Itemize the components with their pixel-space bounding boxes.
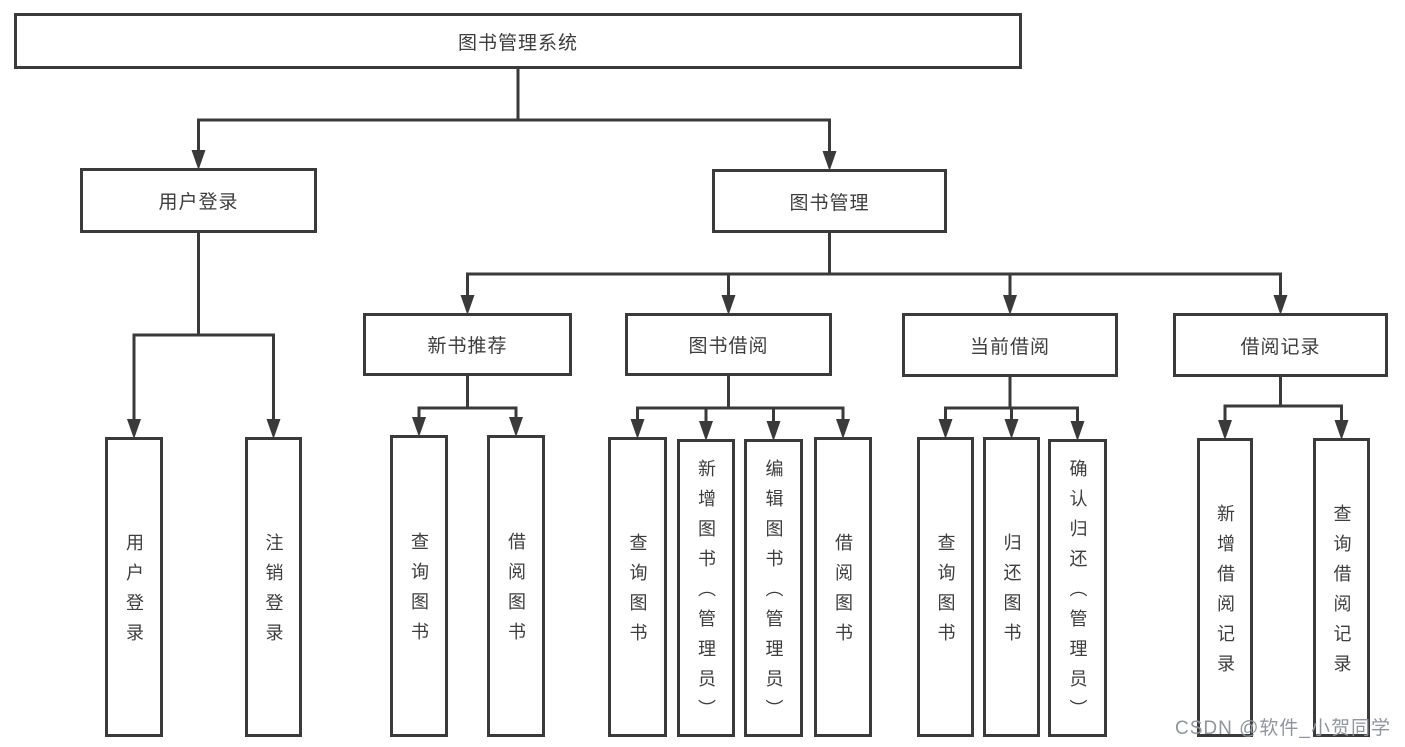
arrowhead-leaf-borrow-book2 (836, 419, 850, 439)
arrowhead-leaf-query-book2 (630, 419, 645, 439)
node-label: 编辑图书（管理员） (763, 459, 784, 729)
node-leaf-user-login: 用户登录 (105, 437, 163, 737)
node-book-mgmt: 图书管理 (712, 169, 947, 233)
node-label: 图书借阅 (688, 336, 769, 357)
node-leaf-query-book2: 查询图书 (608, 437, 667, 737)
node-leaf-query-book1: 查询图书 (390, 435, 448, 737)
node-label: 借阅图书 (833, 533, 853, 653)
node-borrow-records: 借阅记录 (1173, 313, 1388, 377)
node-label: 图书管理系统 (457, 32, 578, 54)
node-leaf-add-record: 新增借阅记录 (1197, 438, 1253, 737)
arrowhead-leaf-confirm-return (1070, 421, 1085, 441)
node-leaf-add-book: 新增图书（管理员） (677, 439, 735, 737)
node-label: 确认归还（管理员） (1067, 459, 1088, 729)
node-leaf-edit-book: 编辑图书（管理员） (744, 439, 803, 737)
watermark: CSDN @软件_小贺同学 (1175, 718, 1391, 739)
arrowhead-leaf-edit-book (766, 421, 781, 441)
node-label: 借阅图书 (506, 532, 526, 652)
node-label: 注销登录 (263, 533, 284, 653)
arrowhead-current-borrow (1003, 295, 1017, 315)
node-root: 图书管理系统 (14, 13, 1022, 69)
node-label: 借阅记录 (1240, 336, 1321, 358)
node-leaf-logout: 注销登录 (245, 437, 302, 737)
node-label: 查询图书 (627, 533, 648, 653)
node-leaf-return-book: 归还图书 (983, 437, 1040, 737)
node-label: 查询图书 (409, 532, 429, 652)
node-leaf-query-record: 查询借阅记录 (1313, 438, 1370, 737)
node-label: 查询图书 (935, 533, 956, 653)
arrowhead-leaf-borrow-book1 (509, 417, 523, 437)
node-label: 新增图书（管理员） (696, 459, 716, 729)
node-label: 图书管理 (789, 192, 870, 214)
arrowhead-borrow-records (1273, 295, 1288, 315)
node-book-borrow: 图书借阅 (625, 313, 832, 376)
node-label: 新书推荐 (427, 336, 508, 357)
arrowhead-leaf-user-login (127, 419, 141, 439)
node-label: 新增借阅记录 (1215, 503, 1235, 684)
node-user-login: 用户登录 (80, 168, 317, 233)
node-leaf-query-book3: 查询图书 (917, 437, 974, 737)
node-leaf-borrow-book1: 借阅图书 (487, 435, 545, 737)
arrowhead-new-book-rec (460, 295, 475, 315)
node-new-book-rec: 新书推荐 (363, 313, 572, 376)
node-label: 归还图书 (1001, 533, 1022, 653)
node-leaf-confirm-return: 确认归还（管理员） (1048, 439, 1107, 737)
arrowhead-leaf-query-book3 (938, 419, 953, 439)
node-current-borrow: 当前借阅 (902, 313, 1118, 377)
arrowhead-book-mgmt (822, 151, 837, 171)
node-label: 查询借阅记录 (1331, 503, 1352, 684)
node-leaf-borrow-book2: 借阅图书 (814, 437, 872, 737)
node-label: 当前借阅 (969, 336, 1050, 358)
arrowhead-user-login (191, 150, 206, 170)
arrowhead-leaf-add-record (1218, 420, 1232, 440)
arrowhead-leaf-logout (266, 419, 281, 439)
arrowhead-leaf-add-book (699, 421, 713, 441)
node-label: 用户登录 (124, 533, 144, 653)
arrowhead-book-borrow (721, 295, 736, 315)
arrowhead-leaf-return-book (1004, 419, 1019, 439)
node-label: 用户登录 (158, 192, 239, 213)
arrowhead-leaf-query-record (1334, 420, 1349, 440)
arrowhead-leaf-query-book1 (412, 417, 426, 437)
